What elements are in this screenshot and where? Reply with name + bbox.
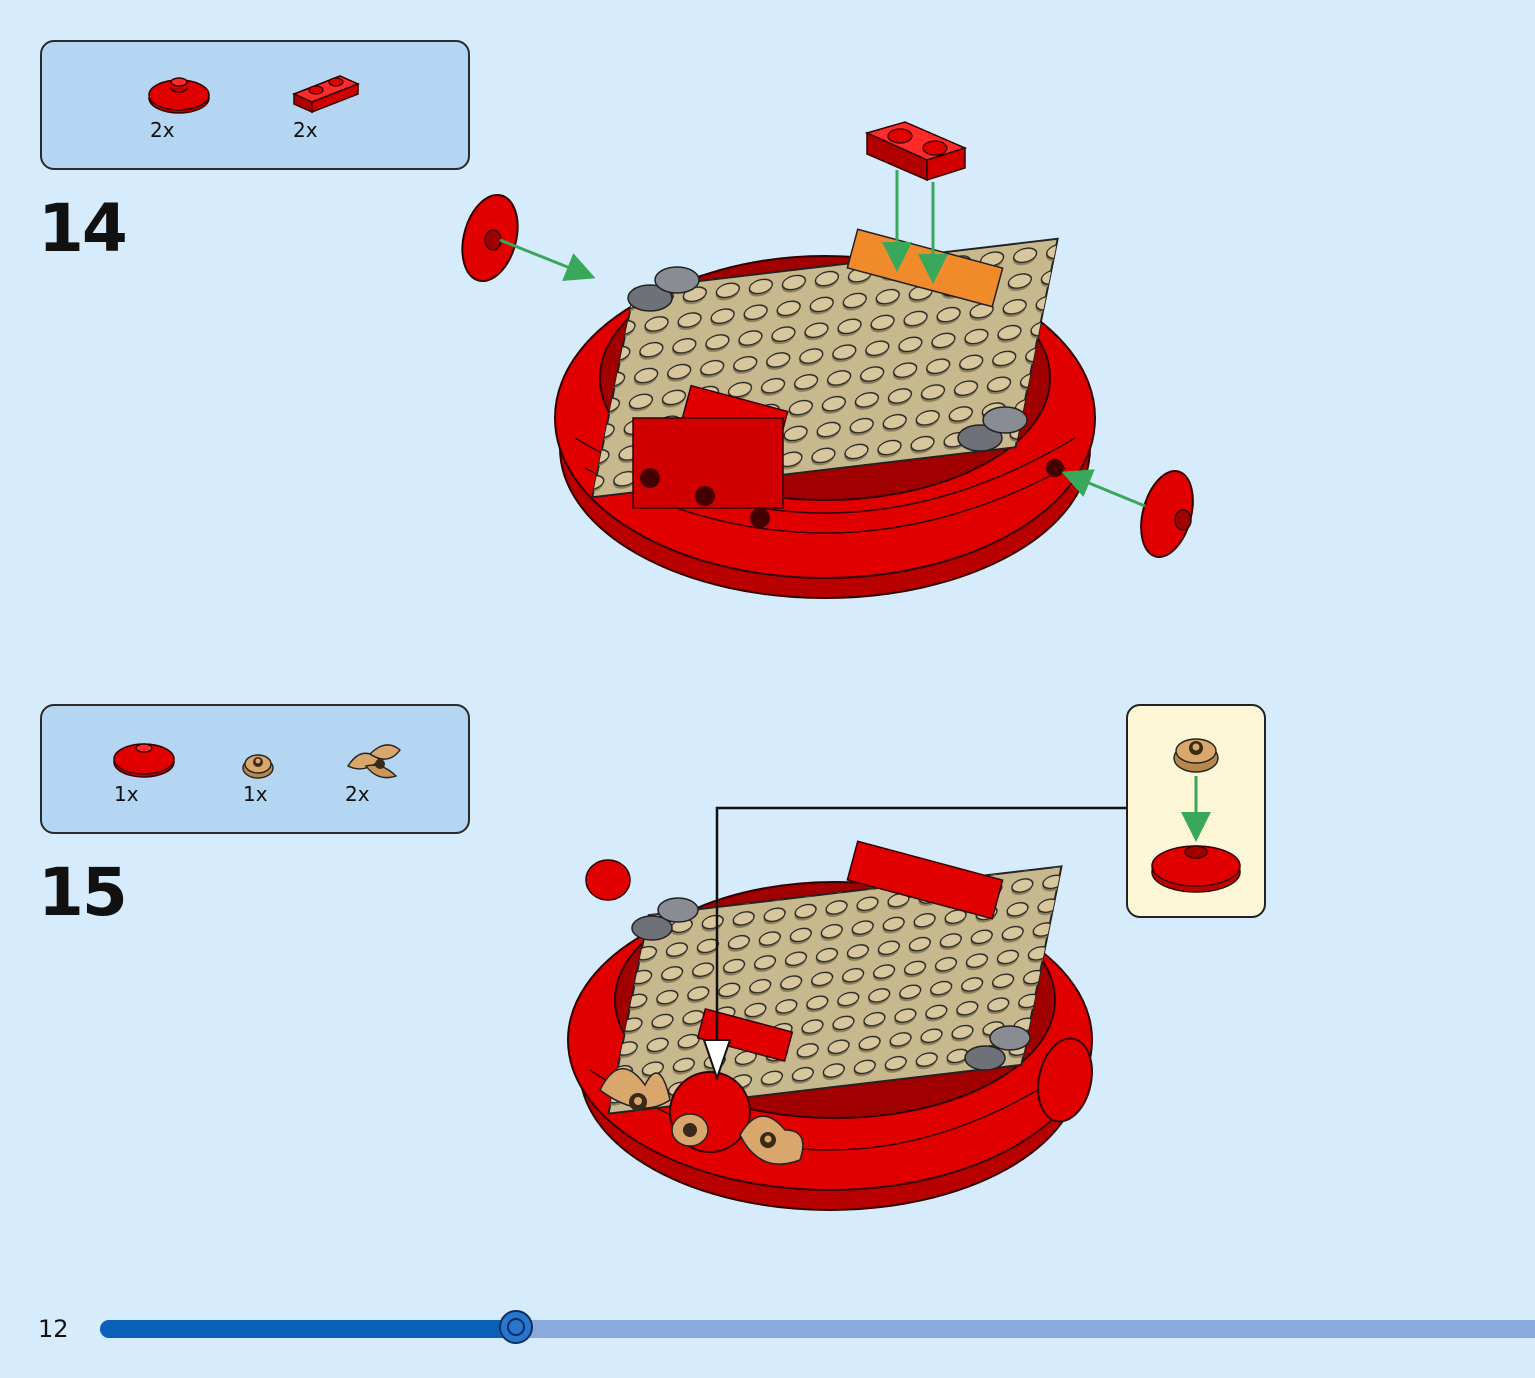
gold-leaf-pair-icon xyxy=(346,744,401,779)
step-number: 15 xyxy=(38,854,128,931)
red-plate-1x2-icon xyxy=(292,75,360,114)
step-number: 14 xyxy=(38,190,128,267)
callout-assembly xyxy=(1151,738,1241,893)
sub-assembly-callout xyxy=(1126,704,1266,918)
red-round-plate-icon xyxy=(113,743,175,778)
page-number: 12 xyxy=(38,1315,69,1343)
part-qty: 2x xyxy=(293,118,318,142)
tan-flower-icon xyxy=(242,754,274,779)
part-qty: 1x xyxy=(243,782,268,806)
page-progress-bar[interactable] xyxy=(100,1310,1535,1344)
parts-list-step-15: 1x 1x 2x xyxy=(40,704,470,834)
part-qty: 2x xyxy=(150,118,175,142)
build-model-step-14 xyxy=(461,121,1194,599)
parts-list-step-14: 2x 2x xyxy=(40,40,470,170)
progress-fill xyxy=(100,1320,516,1338)
build-model-step-15 xyxy=(567,840,1093,1211)
part-qty: 1x xyxy=(114,782,139,806)
red-round-plate-icon xyxy=(148,77,210,114)
progress-handle[interactable] xyxy=(499,1310,533,1344)
part-qty: 2x xyxy=(345,782,370,806)
